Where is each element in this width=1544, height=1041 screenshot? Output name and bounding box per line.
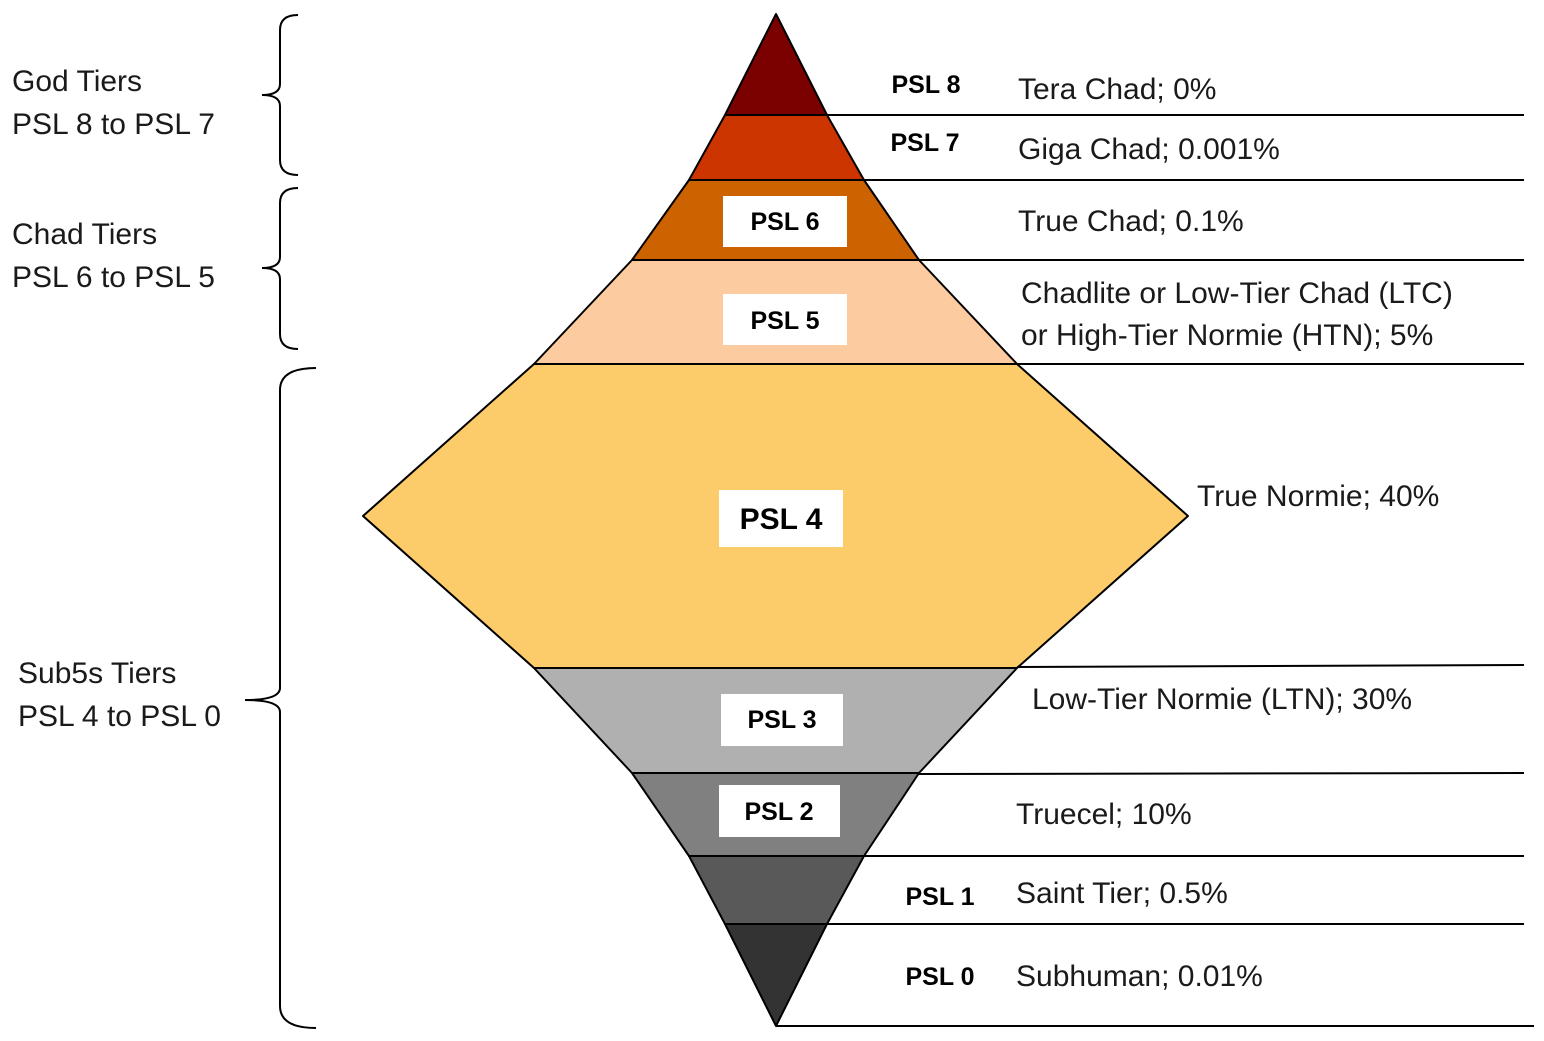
psl-7-description: Giga Chad; 0.001% bbox=[1018, 133, 1280, 166]
label-box-psl-3 bbox=[721, 694, 843, 746]
psl-6-description: True Chad; 0.1% bbox=[1018, 205, 1244, 238]
label-box-psl-6 bbox=[723, 196, 847, 247]
psl-1-description: Saint Tier; 0.5% bbox=[1016, 877, 1228, 910]
psl-0-description: Subhuman; 0.01% bbox=[1016, 960, 1263, 993]
chad-tiers-title: Chad Tiers bbox=[12, 218, 157, 251]
psl-5-description: Chadlite or Low-Tier Chad (LTC) bbox=[1021, 277, 1453, 310]
band-psl-1 bbox=[688, 855, 865, 925]
psl-2-description: Truecel; 10% bbox=[1016, 798, 1192, 831]
psl-4-description: True Normie; 40% bbox=[1197, 480, 1439, 513]
chad-tiers-range: PSL 6 to PSL 5 bbox=[12, 261, 215, 294]
god-tiers-range: PSL 8 to PSL 7 bbox=[12, 108, 215, 141]
psl-7-label: PSL 7 bbox=[890, 129, 959, 157]
band-psl-0 bbox=[724, 923, 828, 1027]
brace-god-tiers bbox=[261, 14, 299, 176]
psl-8-label: PSL 8 bbox=[891, 71, 960, 99]
psl-3-description: Low-Tier Normie (LTN); 30% bbox=[1032, 683, 1412, 716]
psl-5-label: PSL 5 bbox=[750, 307, 819, 335]
sub5s-tiers-title: Sub5s Tiers bbox=[18, 657, 176, 690]
label-box-psl-4 bbox=[719, 490, 843, 547]
psl-3-label: PSL 3 bbox=[747, 706, 816, 734]
psl-4-label: PSL 4 bbox=[740, 503, 823, 536]
divider-line bbox=[918, 772, 1525, 775]
psl-8-description: Tera Chad; 0% bbox=[1018, 73, 1216, 106]
band-psl-7 bbox=[688, 114, 865, 181]
label-box-psl-5 bbox=[723, 294, 847, 345]
brace-chad-tiers bbox=[261, 187, 299, 350]
brace-sub5s-tiers bbox=[244, 367, 317, 1029]
psl-1-label: PSL 1 bbox=[905, 883, 974, 911]
psl-6-label: PSL 6 bbox=[750, 208, 819, 236]
psl-2-label: PSL 2 bbox=[744, 798, 813, 826]
psl-0-label: PSL 0 bbox=[905, 963, 974, 991]
sub5s-tiers-range: PSL 4 to PSL 0 bbox=[18, 700, 221, 733]
god-tiers-title: God Tiers bbox=[12, 65, 142, 98]
divider-line bbox=[1016, 664, 1525, 668]
psl-5-description-line2: or High-Tier Normie (HTN); 5% bbox=[1021, 319, 1433, 352]
band-psl-8 bbox=[724, 13, 828, 116]
label-box-psl-2 bbox=[719, 785, 840, 837]
